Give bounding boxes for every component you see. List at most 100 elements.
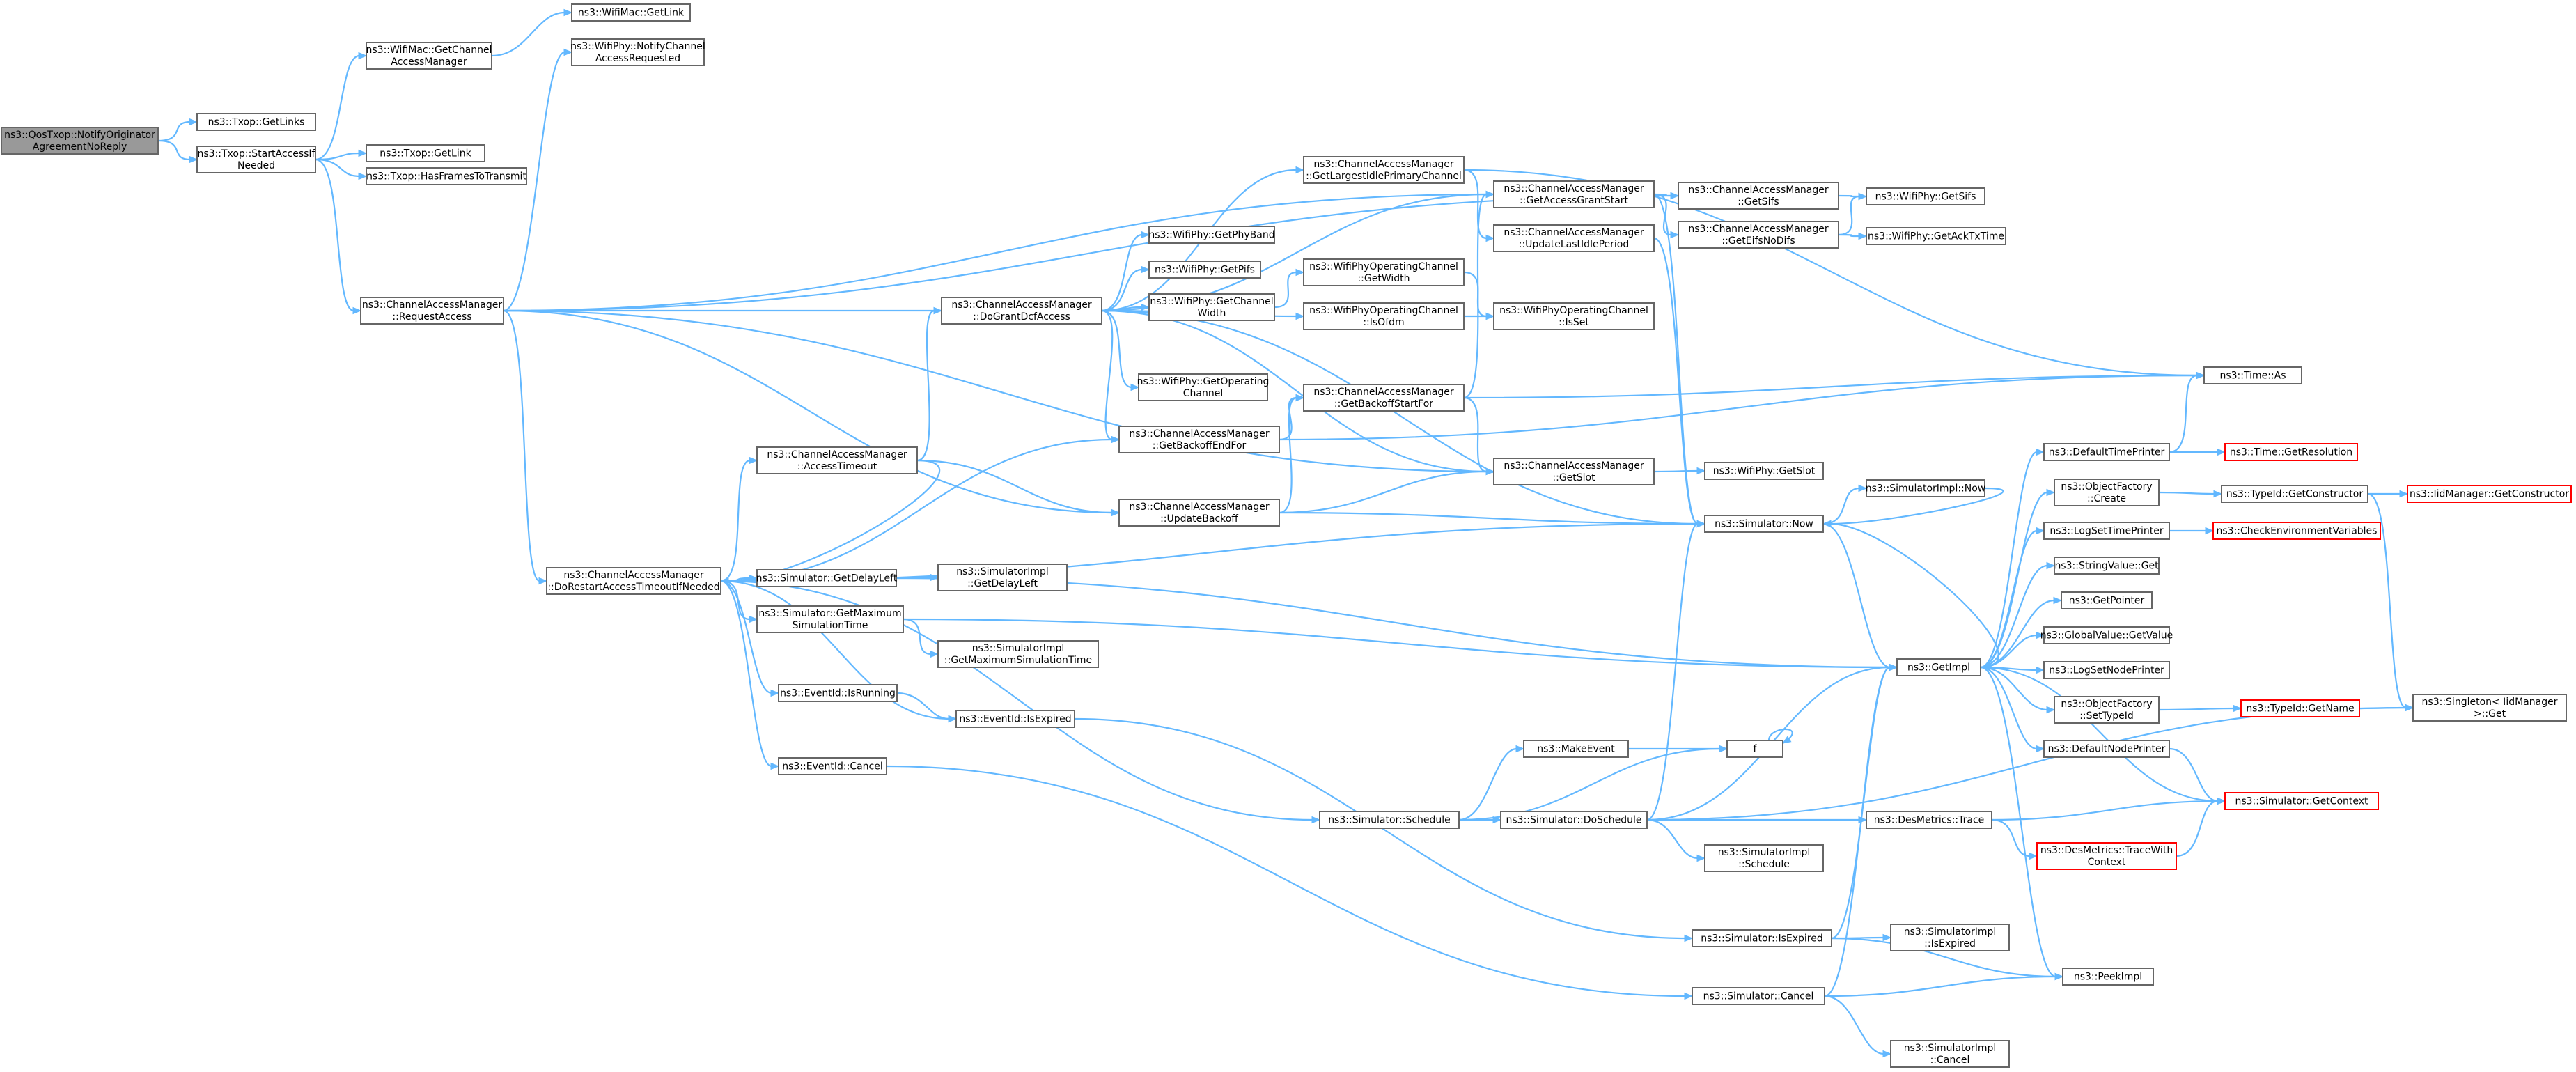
node-root[interactable]: ns3::QosTxop::NotifyOriginatorAgreementN… xyxy=(1,127,159,155)
edge-arrowhead xyxy=(749,615,758,623)
node-box xyxy=(1704,844,1824,872)
node-sim-is-expired[interactable]: ns3::Simulator::IsExpired xyxy=(1692,929,1832,947)
node-label: ns3::WifiPhy::GetSlot xyxy=(1713,466,1816,477)
node-time-as[interactable]: ns3::Time::As xyxy=(2203,366,2302,384)
node-log-set-node[interactable]: ns3::LogSetNodePrinter xyxy=(2043,661,2170,679)
edge-line xyxy=(2169,374,2198,453)
node-cam-get-slot[interactable]: ns3::ChannelAccessManager::GetSlot xyxy=(1493,458,1655,485)
node-tx-get-link[interactable]: ns3::Txop::GetLink xyxy=(366,144,485,162)
node-type-id-get-name[interactable]: ns3::TypeId::GetName xyxy=(2240,699,2360,717)
node-acc-timeout[interactable]: ns3::ChannelAccessManager::AccessTimeout xyxy=(756,446,918,474)
node-box xyxy=(1866,479,1985,497)
edge-line xyxy=(1980,666,2219,802)
node-get-largest[interactable]: ns3::ChannelAccessManager::GetLargestIdl… xyxy=(1303,156,1465,184)
node-get-links[interactable]: ns3::Txop::GetLinks xyxy=(196,113,316,131)
node-ev-is-expired[interactable]: ns3::EventId::IsExpired xyxy=(955,710,1075,728)
edge-root-to-start-access xyxy=(157,139,198,164)
node-box xyxy=(756,605,904,633)
node-cam-get-sifs[interactable]: ns3::ChannelAccessManager::GetSifs xyxy=(1678,182,1839,210)
node-sim-get-delay[interactable]: ns3::Simulator::GetDelayLeft xyxy=(756,569,898,587)
node-check-env[interactable]: ns3::CheckEnvironmentVariables xyxy=(2212,522,2381,540)
node-wp-get-ack[interactable]: ns3::WifiPhy::GetAckTxTime xyxy=(1866,227,2006,245)
node-des-trace[interactable]: ns3::DesMetrics::Trace xyxy=(1866,811,1992,829)
edge-line xyxy=(503,193,1488,312)
node-get-pifs[interactable]: ns3::WifiPhy::GetPifs xyxy=(1148,261,1261,279)
node-do-schedule[interactable]: ns3::Simulator::DoSchedule xyxy=(1500,811,1648,829)
node-sim-cancel[interactable]: ns3::Simulator::Cancel xyxy=(1692,987,1825,1005)
node-type-id-get-ctor[interactable]: ns3::TypeId::GetConstructor xyxy=(2221,485,2368,503)
node-box xyxy=(196,146,316,173)
node-f[interactable]: f xyxy=(1726,740,1783,758)
node-box xyxy=(2043,740,2170,758)
edge-do-restart-to-ev-cancel xyxy=(720,580,780,770)
node-get-bo-start[interactable]: ns3::ChannelAccessManager::GetBackoffSta… xyxy=(1303,384,1465,412)
node-of-set-type-id[interactable]: ns3::ObjectFactory::SetTypeId xyxy=(2054,696,2160,724)
node-get-bo-end[interactable]: ns3::ChannelAccessManager::GetBackoffEnd… xyxy=(1118,426,1280,453)
node-wp-notify[interactable]: ns3::WifiPhy::NotifyChannelAccessRequest… xyxy=(570,38,705,66)
edge-ev-cancel-to-sim-cancel xyxy=(886,765,1694,1000)
node-sim-get-ctx[interactable]: ns3::Simulator::GetContext xyxy=(2224,792,2379,810)
edge-do-grant-to-get-op-ch xyxy=(1101,309,1140,391)
node-upd-last-idle[interactable]: ns3::ChannelAccessManager::UpdateLastIdl… xyxy=(1493,224,1655,252)
edge-type-id-get-ctor-to-iid-get-ctor xyxy=(2368,490,2409,498)
node-sim-get-max[interactable]: ns3::Simulator::GetMaximumSimulationTime xyxy=(756,605,904,633)
node-of-create[interactable]: ns3::ObjectFactory::Create xyxy=(2054,479,2160,506)
edge-req-access-to-do-restart xyxy=(503,309,548,585)
node-peek-impl[interactable]: ns3::PeekImpl xyxy=(2062,968,2154,986)
node-label: ::Cancel xyxy=(1930,1055,1970,1066)
node-box xyxy=(2224,443,2358,461)
node-sim-impl-now[interactable]: ns3::SimulatorImpl::Now xyxy=(1866,479,1986,497)
edge-arrowhead xyxy=(770,762,780,770)
node-has-frames[interactable]: ns3::Txop::HasFramesToTransmit xyxy=(366,167,527,185)
node-wm-get-link[interactable]: ns3::WifiMac::GetLink xyxy=(571,3,691,22)
node-ev-cancel[interactable]: ns3::EventId::Cancel xyxy=(778,757,887,775)
edge-wm-get-cam-to-wm-get-link xyxy=(491,8,573,57)
node-sim-impl-get-max[interactable]: ns3::SimulatorImpl::GetMaximumSimulation… xyxy=(937,640,1099,668)
node-sim-now[interactable]: ns3::Simulator::Now xyxy=(1704,515,1824,533)
node-upd-backoff[interactable]: ns3::ChannelAccessManager::UpdateBackoff xyxy=(1118,499,1280,527)
node-label: ns3::WifiPhy::NotifyChannel xyxy=(570,41,705,52)
node-singleton-get[interactable]: ns3::Singleton< IidManager >::Get xyxy=(2412,694,2567,722)
node-sim-impl-cancel[interactable]: ns3::SimulatorImpl::Cancel xyxy=(1890,1040,2010,1068)
node-label: ns3::Time::As xyxy=(2219,371,2286,382)
node-def-time-printer[interactable]: ns3::DefaultTimePrinter xyxy=(2043,443,2170,461)
node-sim-schedule[interactable]: ns3::Simulator::Schedule xyxy=(1319,811,1460,829)
edge-line xyxy=(2367,492,2407,709)
node-sim-impl-get-delay[interactable]: ns3::SimulatorImpl::GetDelayLeft xyxy=(937,564,1068,591)
node-sim-impl-is-expired[interactable]: ns3::SimulatorImpl::IsExpired xyxy=(1890,924,2010,951)
node-get-phy-band[interactable]: ns3::WifiPhy::GetPhyBand xyxy=(1148,226,1275,244)
node-label: Channel xyxy=(1183,388,1223,399)
edge-line xyxy=(157,121,191,142)
node-box xyxy=(937,564,1068,591)
node-make-event[interactable]: ns3::MakeEvent xyxy=(1523,740,1629,758)
node-get-acc-grant[interactable]: ns3::ChannelAccessManager::GetAccessGran… xyxy=(1493,180,1655,208)
node-cam-get-eifs[interactable]: ns3::ChannelAccessManager::GetEifsNoDifs xyxy=(1678,221,1839,249)
edge-req-access-to-wp-notify xyxy=(503,48,573,312)
edge-do-grant-to-get-phy-band xyxy=(1101,231,1150,312)
node-iid-get-ctor[interactable]: ns3::IidManager::GetConstructor xyxy=(2407,485,2572,503)
node-wpoc-is-set[interactable]: ns3::WifiPhyOperatingChannel::IsSet xyxy=(1493,302,1655,330)
edge-line xyxy=(1458,747,1721,821)
node-box xyxy=(1692,987,1825,1005)
node-ev-is-running[interactable]: ns3::EventId::IsRunning xyxy=(778,684,898,702)
node-global-val[interactable]: ns3::GlobalValue::GetValue xyxy=(2040,626,2173,644)
node-str-val-get[interactable]: ns3::StringValue::Get xyxy=(2054,557,2160,575)
node-do-grant[interactable]: ns3::ChannelAccessManager::DoGrantDcfAcc… xyxy=(941,297,1102,325)
node-sim-impl-schedule[interactable]: ns3::SimulatorImpl::Schedule xyxy=(1704,844,1824,872)
node-log-set-time[interactable]: ns3::LogSetTimePrinter xyxy=(2043,522,2170,540)
node-wp-get-sifs[interactable]: ns3::WifiPhy::GetSifs xyxy=(1866,187,1985,205)
node-wp-get-slot[interactable]: ns3::WifiPhy::GetSlot xyxy=(1704,462,1824,480)
node-req-access[interactable]: ns3::ChannelAccessManager::RequestAccess xyxy=(360,297,504,325)
node-wpoc-get-width[interactable]: ns3::WifiPhyOperatingChannel::GetWidth xyxy=(1303,258,1465,286)
node-get-impl[interactable]: ns3::GetImpl xyxy=(1896,658,1981,676)
node-do-restart[interactable]: ns3::ChannelAccessManager::DoRestartAcce… xyxy=(546,567,721,595)
node-time-get-res[interactable]: ns3::Time::GetResolution xyxy=(2224,443,2358,461)
node-def-node-printer[interactable]: ns3::DefaultNodePrinter xyxy=(2043,740,2170,758)
node-get-pointer[interactable]: ns3::GetPointer xyxy=(2061,591,2153,609)
node-wpoc-is-ofdm[interactable]: ns3::WifiPhyOperatingChannel::IsOfdm xyxy=(1303,302,1465,330)
